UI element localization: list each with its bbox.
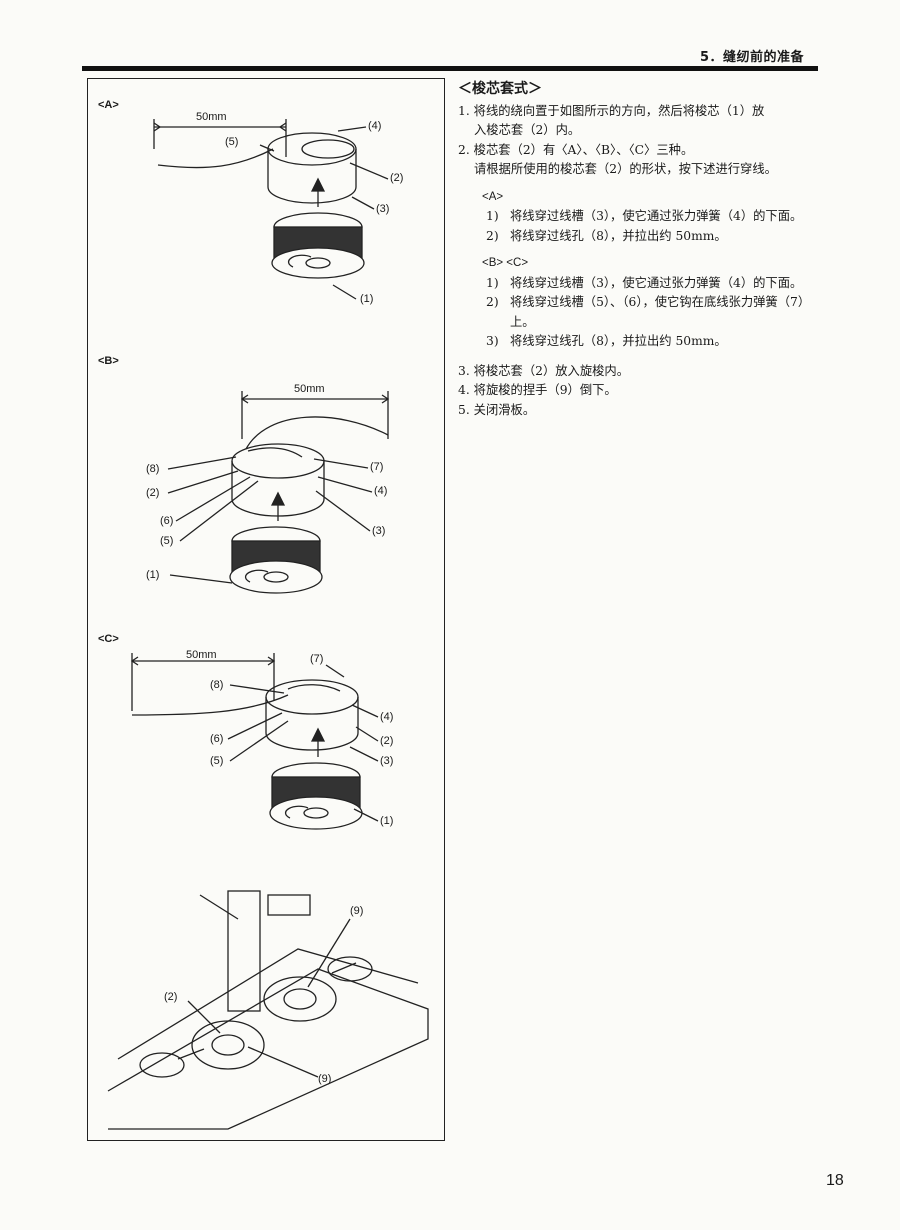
figure-a-callout-3: (3) (376, 203, 390, 215)
step-2-cont: 请根据所使用的梭芯套（2）的形状，按下述进行穿线。 (474, 162, 777, 176)
list-item: 1) 将线穿过线槽（3），使它通过张力弹簧（4）的下面。 (486, 207, 828, 227)
section-title: ＜梭芯套式＞ (458, 81, 542, 97)
list-item: 3) 将线穿过线孔（8），并拉出约 50mm。 (486, 332, 828, 352)
step-5: 5. 关闭滑板。 (458, 402, 536, 417)
figure-d-callout-9-bottom: (9) (318, 1073, 332, 1085)
figure-c-callout-2: (2) (380, 735, 394, 747)
figure-b-callout-6: (6) (160, 515, 174, 527)
figure-b-label: <B> (98, 355, 119, 367)
figure-c-callout-3: (3) (380, 755, 394, 767)
figure-b-dimension: 50mm (294, 383, 325, 395)
list-item: 2) 将线穿过线槽（5）、（6），使它钩在底线张力弹簧（7）上。 (486, 293, 828, 332)
item-text: 将线穿过线孔（8），并拉出约 50mm。 (510, 334, 727, 348)
subsection-a: <A> (482, 190, 504, 203)
figure-d-callout-9-top: (9) (350, 905, 364, 917)
figure-a-dimension: 50mm (196, 111, 227, 123)
item-text: 将线穿过线槽（5）、（6），使它钩在底线张力弹簧（7）上。 (510, 295, 811, 329)
item-number: 2) (486, 295, 499, 309)
figure-c-callout-4: (4) (380, 711, 394, 723)
figure-a-callout-2: (2) (390, 172, 404, 184)
figure-c-label: <C> (98, 633, 119, 645)
page-number: 18 (826, 1172, 844, 1189)
subsection-bc: <B> <C> (482, 257, 529, 269)
section-header: 5．缝纫前的准备 (700, 50, 805, 65)
step-1: 1. 将线的绕向置于如图所示的方向，然后将梭芯（1）放 (458, 103, 765, 118)
figure-b-callout-3: (3) (372, 525, 386, 537)
figure-c-callout-8: (8) (210, 679, 224, 691)
header-rule (82, 66, 818, 71)
figure-c-callout-5: (5) (210, 755, 224, 767)
figure-b-callout-5: (5) (160, 535, 174, 547)
item-number: 1) (486, 275, 499, 290)
figure-c-callout-6: (6) (210, 733, 224, 745)
item-text: 将线穿过线孔（8），并拉出约 50mm。 (510, 228, 727, 243)
item-text: 将线穿过线槽（3），使它通过张力弹簧（4）的下面。 (510, 275, 803, 290)
figure-c-callout-7: (7) (310, 653, 324, 665)
bobbin-illustrations (107, 119, 429, 1130)
item-number: 2) (486, 228, 499, 243)
figure-a-callout-5: (5) (225, 136, 239, 148)
figure-b-callout-7: (7) (370, 461, 384, 473)
figure-a-label: <A> (98, 99, 119, 111)
figure-b-callout-2: (2) (146, 487, 160, 499)
figure-c-callout-1: (1) (380, 815, 394, 827)
list-item: 2) 将线穿过线孔（8），并拉出约 50mm。 (486, 227, 828, 247)
figure-d-callout-2: (2) (164, 991, 178, 1003)
figure-b-callout-1: (1) (146, 569, 160, 581)
step-3: 3. 将梭芯套（2）放入旋梭内。 (458, 363, 630, 378)
step-4: 4. 将旋梭的捏手（9）倒下。 (458, 383, 617, 397)
figure-c-dimension: 50mm (186, 649, 217, 661)
figure-panel: <A> 50mm (5) (4) (2) (3) (1) <B> 50mm (8… (87, 78, 445, 1141)
list-item: 1) 将线穿过线槽（3），使它通过张力弹簧（4）的下面。 (486, 274, 828, 294)
figure-b-callout-8: (8) (146, 463, 160, 475)
figure-b-callout-4: (4) (374, 485, 388, 497)
item-number: 3) (486, 334, 499, 348)
step-1-cont: 入梭芯套（2）内。 (474, 123, 581, 137)
item-text: 将线穿过线槽（3），使它通过张力弹簧（4）的下面。 (510, 209, 803, 223)
figure-a-callout-4: (4) (368, 120, 382, 132)
figure-a-callout-1: (1) (360, 293, 374, 305)
item-number: 1) (486, 209, 499, 223)
step-2: 2. 梭芯套（2）有〈A〉、〈B〉、〈C〉三种。 (458, 142, 694, 157)
instructions: ＜梭芯套式＞ 1. 将线的绕向置于如图所示的方向，然后将梭芯（1）放 入梭芯套（… (458, 80, 828, 420)
